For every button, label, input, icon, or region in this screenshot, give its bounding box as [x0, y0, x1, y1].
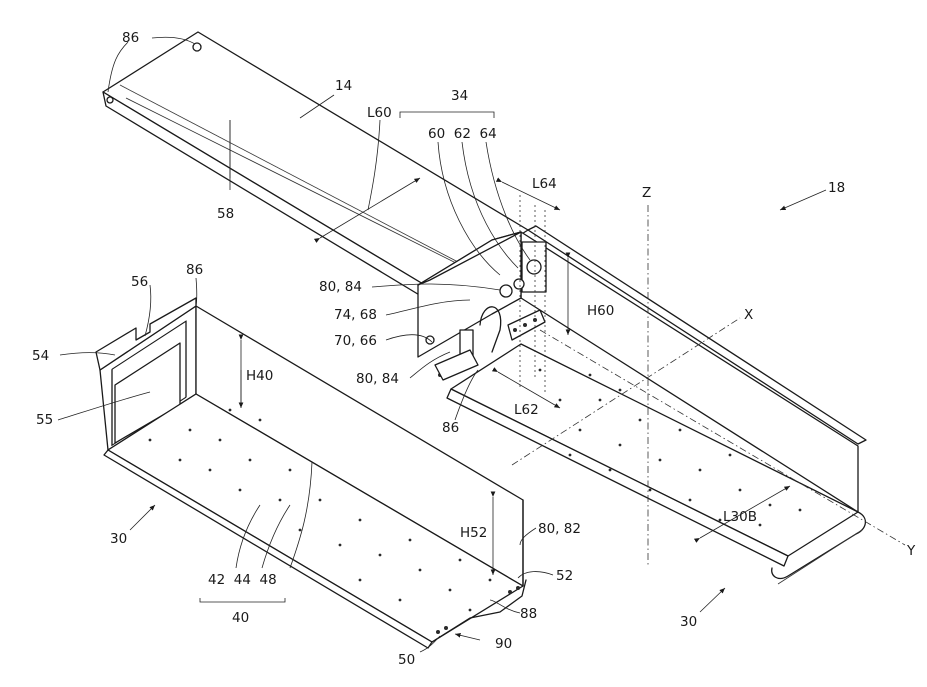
label-30-right: 30 [680, 614, 697, 630]
label-H60: H60 [587, 303, 614, 319]
label-56: 56 [131, 274, 148, 290]
label-80-84-a: 80, 84 [319, 279, 362, 295]
label-74-68: 74, 68 [334, 307, 377, 323]
label-80-84-b: 80, 84 [356, 371, 399, 387]
label-L30B: L30B [723, 509, 757, 525]
label-90: 90 [495, 636, 512, 652]
label-88: 88 [520, 606, 537, 622]
label-58: 58 [217, 206, 234, 222]
label-80-82: 80, 82 [538, 521, 581, 537]
label-40: 40 [232, 610, 249, 626]
label-52: 52 [556, 568, 573, 584]
label-86-bottom: 86 [442, 420, 459, 436]
label-50: 50 [398, 652, 415, 668]
label-L64: L64 [532, 176, 557, 192]
label-H40: H40 [246, 368, 273, 384]
label-14: 14 [335, 78, 352, 94]
label-34: 34 [451, 88, 468, 104]
label-L62: L62 [514, 402, 539, 418]
label-86-top: 86 [122, 30, 139, 46]
label-70-66: 70, 66 [334, 333, 377, 349]
label-54: 54 [32, 348, 49, 364]
label-H52: H52 [460, 525, 487, 541]
label-Z: Z [642, 185, 651, 201]
label-18: 18 [828, 180, 845, 196]
label-30-left: 30 [110, 531, 127, 547]
label-60-62-64: 60 62 64 [428, 126, 497, 142]
label-L60: L60 [367, 105, 392, 121]
label-55: 55 [36, 412, 53, 428]
label-Y: Y [906, 543, 916, 559]
label-X: X [744, 307, 753, 323]
label-42-44-48: 42 44 48 [208, 572, 277, 588]
label-86-mid: 86 [186, 262, 203, 278]
